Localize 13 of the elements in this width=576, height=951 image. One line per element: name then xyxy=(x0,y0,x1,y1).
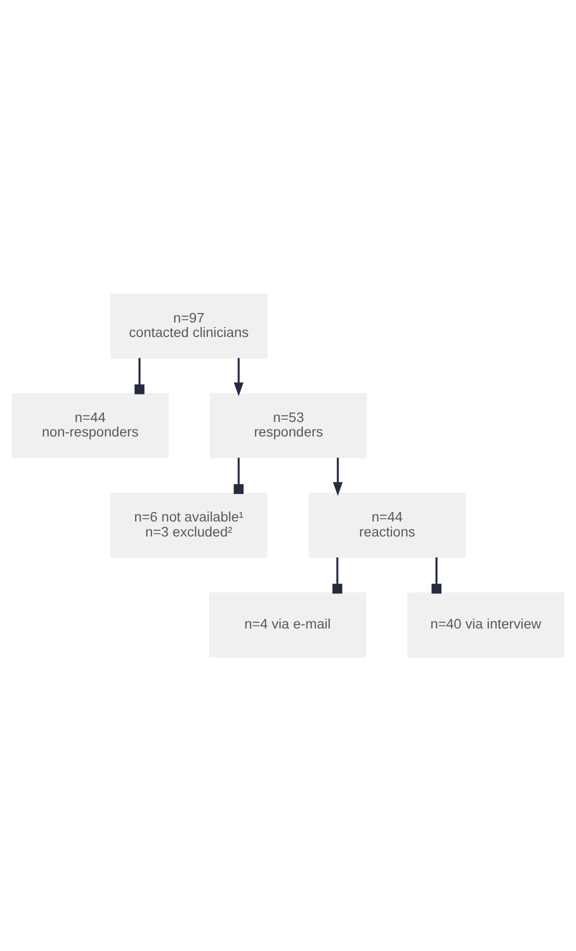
connector xyxy=(432,557,442,594)
connector xyxy=(134,358,144,394)
node-box: n=44 non-responders xyxy=(12,393,169,458)
node-box: n=6 not available¹ n=3 excluded² xyxy=(110,492,268,558)
connector xyxy=(234,458,244,494)
node-box: n=4 via e-mail xyxy=(209,592,366,658)
node-box: n=97 contacted clinicians xyxy=(110,293,268,359)
arrow xyxy=(332,458,343,496)
arrow xyxy=(234,358,244,396)
node-box: n=44 reactions xyxy=(308,492,466,558)
node-box: n=53 responders xyxy=(210,393,367,458)
connector xyxy=(332,557,342,594)
node-box: n=40 via interview xyxy=(407,592,564,658)
